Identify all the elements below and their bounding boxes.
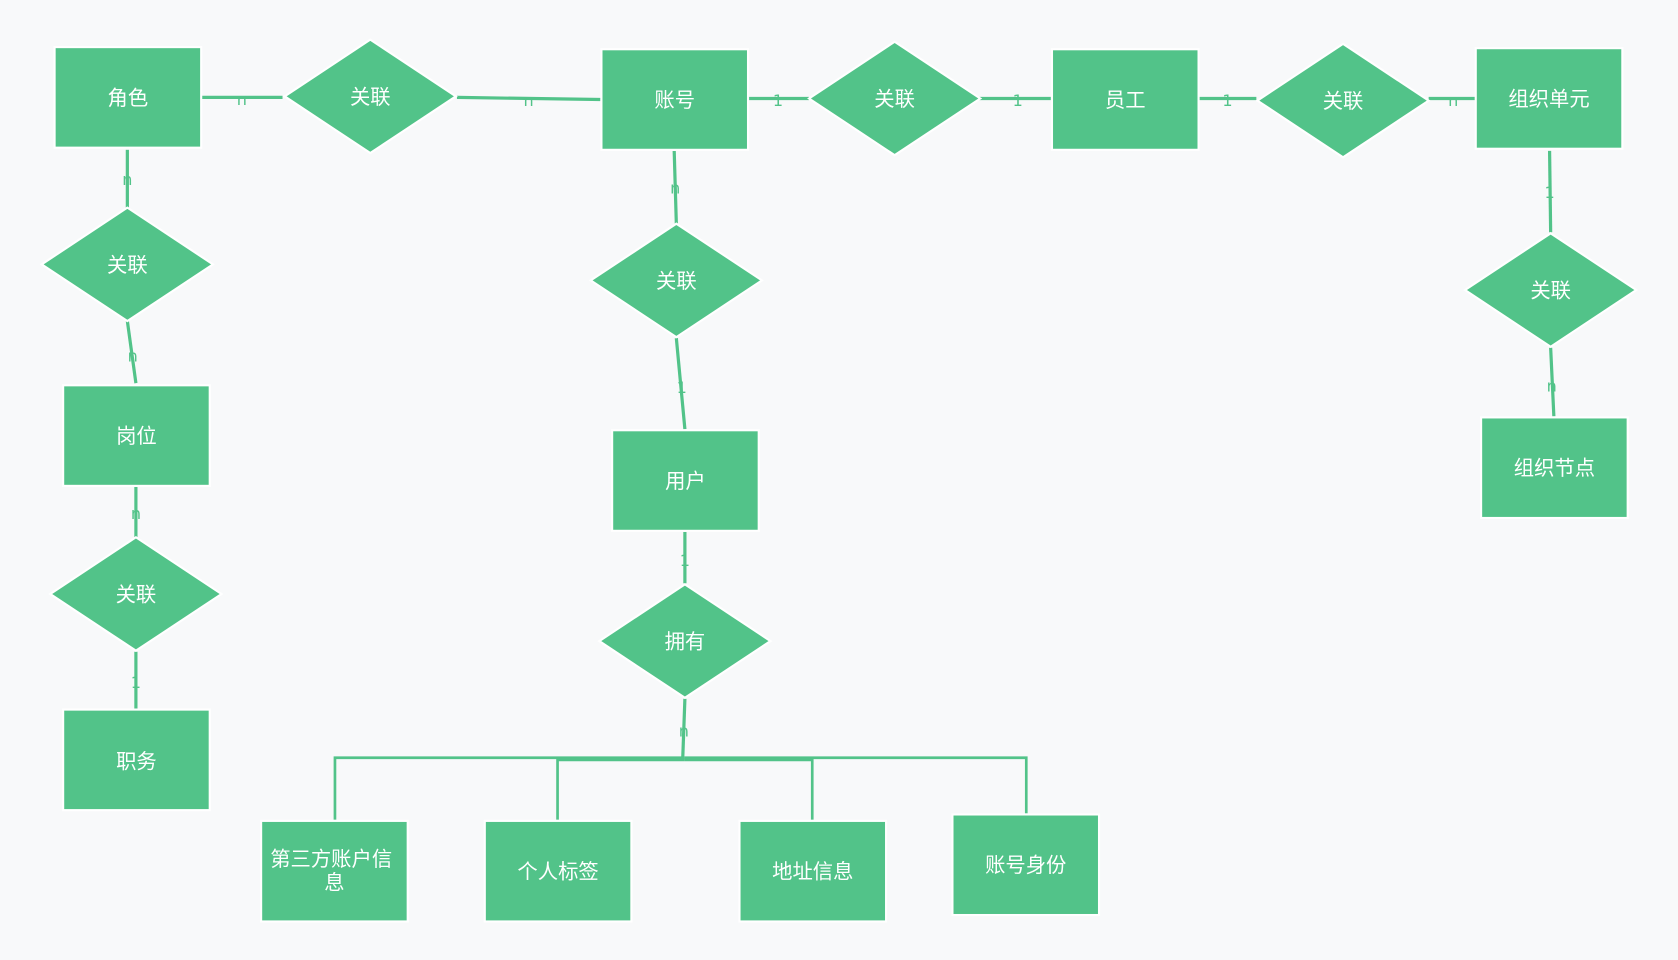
edge-rel1-account [456, 95, 601, 102]
card-role-rel-left: n [237, 90, 247, 109]
edge-account-rel5 [672, 150, 678, 224]
card-account-down-bottom: 1 [677, 378, 687, 397]
branch-address [684, 758, 814, 820]
entity-user-label: 用户 [665, 469, 706, 493]
entity-account-identity-label: 账号身份 [985, 853, 1066, 877]
relation-account-user-label: 关联 [656, 269, 697, 293]
relation-role-post-label: 关联 [107, 253, 148, 277]
entity-account-label: 账号 [654, 88, 695, 112]
relation-account-employee-label: 关联 [874, 87, 915, 111]
edge-owns-branch [681, 698, 687, 758]
card-role-rel-right: n [524, 91, 534, 110]
entity-role[interactable]: 角色 [53, 46, 203, 149]
entity-role-label: 角色 [108, 86, 149, 110]
entity-duty-label: 职务 [116, 749, 157, 773]
entity-employee-label: 员工 [1105, 88, 1146, 112]
card-post-down: n [131, 504, 141, 523]
entity-personal-tag[interactable]: 个人标签 [483, 819, 633, 923]
entity-org-node-label: 组织节点 [1514, 456, 1595, 480]
card-role-down-bottom: n [128, 347, 138, 366]
edge-rel4-post [125, 320, 138, 384]
entity-third-party[interactable]: 第三方账户信 息 [260, 819, 409, 923]
entity-account-identity[interactable]: 账号身份 [951, 813, 1101, 917]
edge-org-unit-rel6 [1547, 150, 1553, 233]
relation-role-account[interactable]: 关联 [282, 38, 458, 155]
branch-personal-tag [556, 758, 685, 820]
entity-post-label: 岗位 [116, 424, 157, 448]
relation-employee-org[interactable]: 关联 [1255, 42, 1431, 159]
relation-user-owns-label: 拥有 [665, 630, 706, 654]
entity-org-unit[interactable]: 组织单元 [1474, 47, 1624, 150]
relation-account-user[interactable]: 关联 [588, 222, 764, 339]
entity-duty[interactable]: 职务 [62, 708, 211, 812]
edge-rel6-org-node [1549, 347, 1556, 417]
card-account-down-top: n [670, 179, 680, 198]
cardinality-labels: n n 1 1 1 n n n n 1 n 1 1 n 1 n [122, 90, 1557, 740]
card-role-down-top: n [122, 170, 132, 189]
connector-lines [125, 95, 1556, 820]
card-user-down: 1 [680, 551, 690, 570]
relation-role-account-label: 关联 [350, 85, 391, 109]
relation-post-duty[interactable]: 关联 [48, 535, 224, 652]
entity-personal-tag-label: 个人标签 [517, 860, 598, 884]
card-account-rel-right: 1 [1013, 91, 1023, 110]
entity-third-party-label: 第三方账户信 息 [270, 847, 398, 895]
entity-address[interactable]: 地址信息 [738, 819, 888, 923]
relation-org-node-label: 关联 [1530, 279, 1571, 303]
edge-rel5-user [674, 338, 687, 430]
relation-org-node[interactable]: 关联 [1463, 232, 1639, 349]
card-org-down-top: 1 [1544, 183, 1554, 202]
card-org-down-bottom: n [1547, 377, 1557, 396]
entity-org-unit-label: 组织单元 [1508, 87, 1589, 111]
card-employee-rel-left: 1 [1222, 91, 1232, 110]
entity-employee[interactable]: 员工 [1050, 48, 1200, 151]
relation-employee-org-label: 关联 [1323, 89, 1364, 113]
entity-org-node[interactable]: 组织节点 [1480, 416, 1629, 520]
entity-post[interactable]: 岗位 [62, 384, 211, 487]
card-employee-rel-right: n [1448, 91, 1458, 110]
branch-account-identity [684, 756, 1028, 814]
card-owns-down: n [679, 721, 689, 740]
relation-role-post[interactable]: 关联 [39, 206, 215, 323]
branch-third-party [333, 756, 685, 820]
relation-user-owns[interactable]: 拥有 [597, 583, 773, 700]
entity-user[interactable]: 用户 [611, 429, 760, 532]
card-post-down-bottom: 1 [131, 673, 141, 692]
card-account-rel-left: 1 [773, 91, 783, 110]
relation-account-employee[interactable]: 关联 [807, 40, 983, 157]
entity-account[interactable]: 账号 [600, 48, 750, 151]
relation-post-duty-label: 关联 [116, 582, 157, 606]
entity-address-label: 地址信息 [772, 860, 853, 884]
